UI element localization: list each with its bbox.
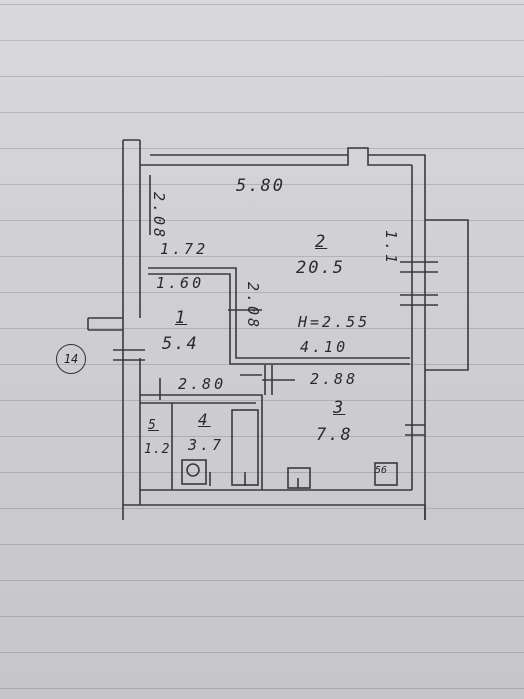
paper-line (0, 76, 524, 77)
dim-top-width: 5.80 (236, 176, 285, 196)
paper-line (0, 544, 524, 545)
fixture-marks (209, 472, 299, 488)
dim-lower-left: 2.80 (178, 375, 227, 393)
window-mark (400, 294, 438, 306)
stove-mark: 56 (375, 465, 388, 476)
window-mark (400, 261, 438, 273)
paper-line (0, 220, 524, 221)
wall-top-inner (140, 147, 412, 166)
balcony (425, 219, 469, 371)
room-5-area: 1.2 (144, 442, 171, 457)
paper-line (0, 616, 524, 617)
paper-line (0, 256, 524, 257)
dim-hall-width: 1.72 (160, 240, 209, 258)
room-2-number: 2 (315, 232, 328, 252)
window-mark (113, 349, 145, 361)
paper-line (0, 328, 524, 329)
toilet (181, 459, 207, 485)
dim-right-side-2: 4.10 (300, 338, 349, 356)
paper-line (0, 580, 524, 581)
room-4-number: 4 (198, 410, 211, 429)
apartment-tag: 14 (56, 344, 86, 374)
wall-bottom-outer (123, 504, 426, 520)
paper-line (0, 4, 524, 5)
sink (287, 467, 311, 489)
dimension-line (240, 374, 295, 381)
dim-inner-vertical: 2.08 (244, 282, 262, 331)
room-3-number: 3 (333, 398, 346, 418)
dim-closet-width: 1.60 (156, 274, 205, 292)
room-5-number: 5 (148, 418, 159, 433)
stove (374, 462, 398, 486)
partition-room1 (148, 267, 410, 359)
paper-line (0, 652, 524, 653)
dim-left-height: 2.08 (150, 192, 168, 241)
dim-right-side: 1.1 (382, 230, 400, 267)
paper-line (0, 40, 524, 41)
partition-bath (140, 394, 263, 490)
paper-line (0, 508, 524, 509)
room-4-area: 3.7 (188, 436, 225, 454)
partition-room1-inner (148, 273, 410, 365)
paper-line (0, 184, 524, 185)
room-2-area: 20.5 (296, 258, 345, 278)
wall-top-outer (150, 154, 426, 520)
toilet-bowl (186, 463, 200, 477)
door-left (87, 317, 123, 331)
dim-lower-right: 2.88 (310, 370, 359, 388)
dim-ceiling-height: H=2.55 (298, 313, 371, 331)
room-3-area: 7.8 (316, 425, 353, 445)
paper-line (0, 292, 524, 293)
room-1-number: 1 (175, 308, 188, 328)
paper-line (0, 688, 524, 689)
window-mark (405, 424, 425, 436)
paper-line (0, 148, 524, 149)
room-1-area: 5.4 (162, 334, 199, 354)
paper-line (0, 112, 524, 113)
